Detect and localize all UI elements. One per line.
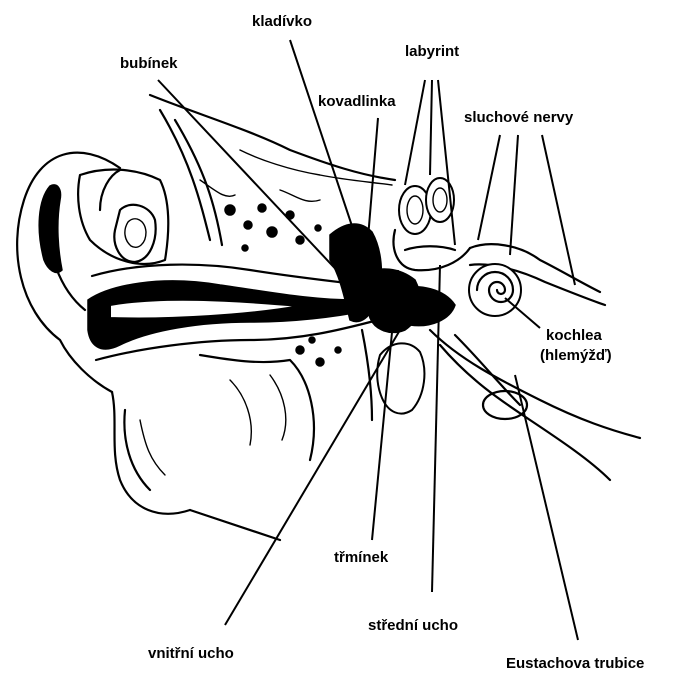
leader-bubinek xyxy=(158,80,360,295)
leader-kovadlinka xyxy=(368,118,378,238)
leader-labyrint-2 xyxy=(430,80,432,175)
leader-eustachova xyxy=(515,375,578,640)
leader-kochlea xyxy=(505,298,540,328)
mastoid-region xyxy=(190,337,341,540)
label-vnitrni-ucho: vnitřní ucho xyxy=(148,645,234,662)
label-labyrint: labyrint xyxy=(405,43,459,60)
leader-nervy-2 xyxy=(510,135,518,255)
label-kladivko: kladívko xyxy=(252,13,312,30)
label-hlemyzd: (hlemýžď) xyxy=(540,347,612,364)
label-stredni-ucho: střední ucho xyxy=(368,617,458,634)
ear-canal xyxy=(88,265,378,360)
leader-vnitrni-ucho xyxy=(225,330,400,625)
label-kochlea: kochlea xyxy=(546,327,603,344)
label-bubinek: bubínek xyxy=(120,55,178,72)
leader-labyrint-1 xyxy=(405,80,425,185)
leader-nervy-1 xyxy=(478,135,500,240)
label-sluchove-nervy: sluchové nervy xyxy=(464,109,574,126)
leader-kladivko xyxy=(290,40,355,235)
label-trminek: třmínek xyxy=(334,549,389,566)
label-kovadlinka: kovadlinka xyxy=(318,93,396,110)
label-eustachova-trubice: Eustachova trubice xyxy=(506,655,644,672)
